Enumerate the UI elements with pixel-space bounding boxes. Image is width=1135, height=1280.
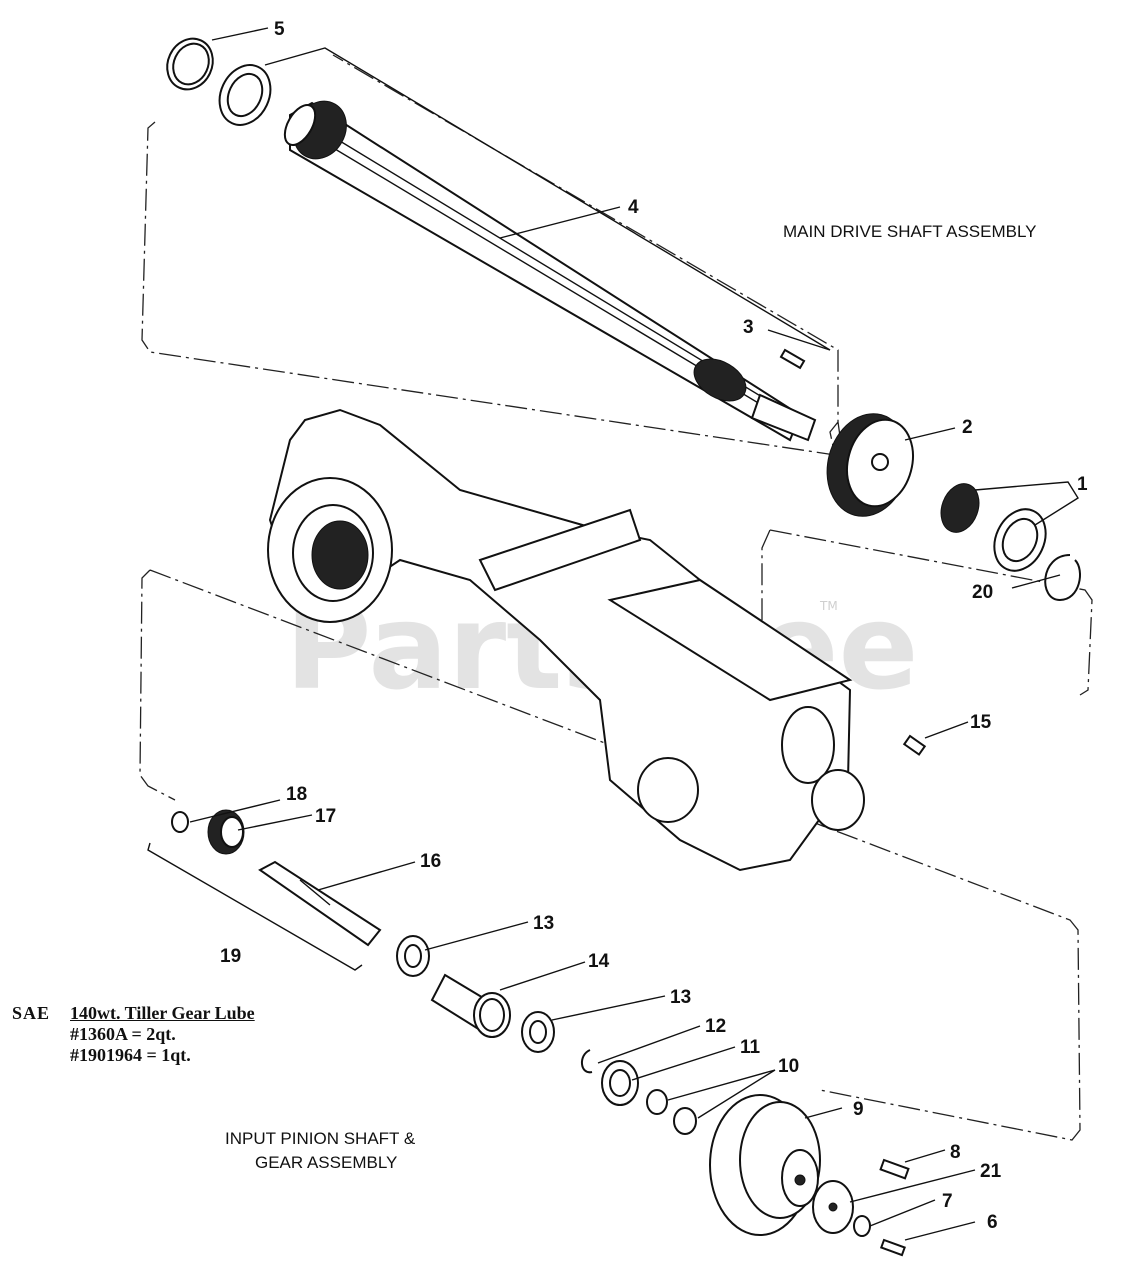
snap-ring-part-20: [1044, 554, 1081, 602]
bearing-cup: [218, 64, 272, 126]
label-input-pinion-line1: INPUT PINION SHAFT &: [225, 1129, 416, 1148]
callout-8: 8: [950, 1142, 961, 1163]
bushing-part-14: [430, 973, 511, 1038]
callout-9: 9: [853, 1099, 864, 1120]
pinion-gear-part-17: [207, 809, 245, 855]
callout-12: 12: [705, 1016, 726, 1037]
lube-title: 140wt. Tiller Gear Lube: [70, 1003, 255, 1023]
lube-line-2: #1901964 = 1qt.: [70, 1045, 191, 1065]
snap-ring-part-5: [166, 37, 214, 91]
callout-4: 4: [628, 197, 639, 218]
washer-part-13b: [521, 1011, 555, 1053]
pinion-shaft-part-16: [258, 860, 382, 947]
main-drive-shaft-part-4: [283, 100, 817, 442]
callout-3: 3: [743, 317, 754, 338]
callout-7: 7: [942, 1191, 953, 1212]
housing-group-outline: [761, 529, 1093, 696]
leader-lines: [189, 27, 1079, 1241]
plug-part-15: [902, 734, 927, 756]
callout-18: 18: [286, 784, 307, 805]
lube-prefix: SAE: [12, 1003, 51, 1023]
lockwasher-part-7: [853, 1215, 871, 1237]
key-part-8: [879, 1158, 910, 1180]
callout-13b: 13: [670, 987, 691, 1008]
seal-part-10: [646, 1089, 697, 1135]
gear-part-2: [826, 413, 914, 517]
callout-5: 5: [274, 19, 285, 40]
callout-1: 1: [1077, 474, 1088, 495]
gear-housing: [267, 408, 865, 872]
callout-16: 16: [420, 851, 441, 872]
watermark-tm: TM: [819, 599, 838, 613]
callout-21: 21: [980, 1161, 1002, 1182]
bearing-part-11: [601, 1060, 639, 1106]
callout-6: 6: [987, 1212, 998, 1233]
callout-2: 2: [962, 417, 973, 438]
callout-17: 17: [315, 806, 336, 827]
callout-14: 14: [588, 951, 610, 972]
bracket-part-19: [147, 842, 363, 971]
callout-13a: 13: [533, 913, 554, 934]
washer-part-13a: [396, 935, 430, 977]
bolt-part-6: [879, 1238, 906, 1257]
ring-part-12: [581, 1049, 593, 1074]
pulley-part-9: [709, 1094, 821, 1236]
bearing-part-1: [940, 483, 1047, 572]
washer-part-21: [812, 1180, 854, 1234]
ring-part-18: [171, 811, 189, 833]
label-main-drive-shaft: MAIN DRIVE SHAFT ASSEMBLY: [783, 222, 1037, 241]
callout-10: 10: [778, 1056, 799, 1077]
label-input-pinion-line2: GEAR ASSEMBLY: [255, 1153, 397, 1172]
pinion-group-outline: [139, 569, 1081, 1141]
callout-19: 19: [220, 946, 241, 967]
callout-15: 15: [970, 712, 992, 733]
lube-line-1: #1360A = 2qt.: [70, 1024, 176, 1044]
callout-20: 20: [972, 582, 993, 603]
gear-lube-note: SAE 140wt. Tiller Gear Lube #1360A = 2qt.…: [12, 1003, 255, 1066]
key-part-3: [779, 348, 806, 370]
callout-11: 11: [740, 1037, 761, 1058]
